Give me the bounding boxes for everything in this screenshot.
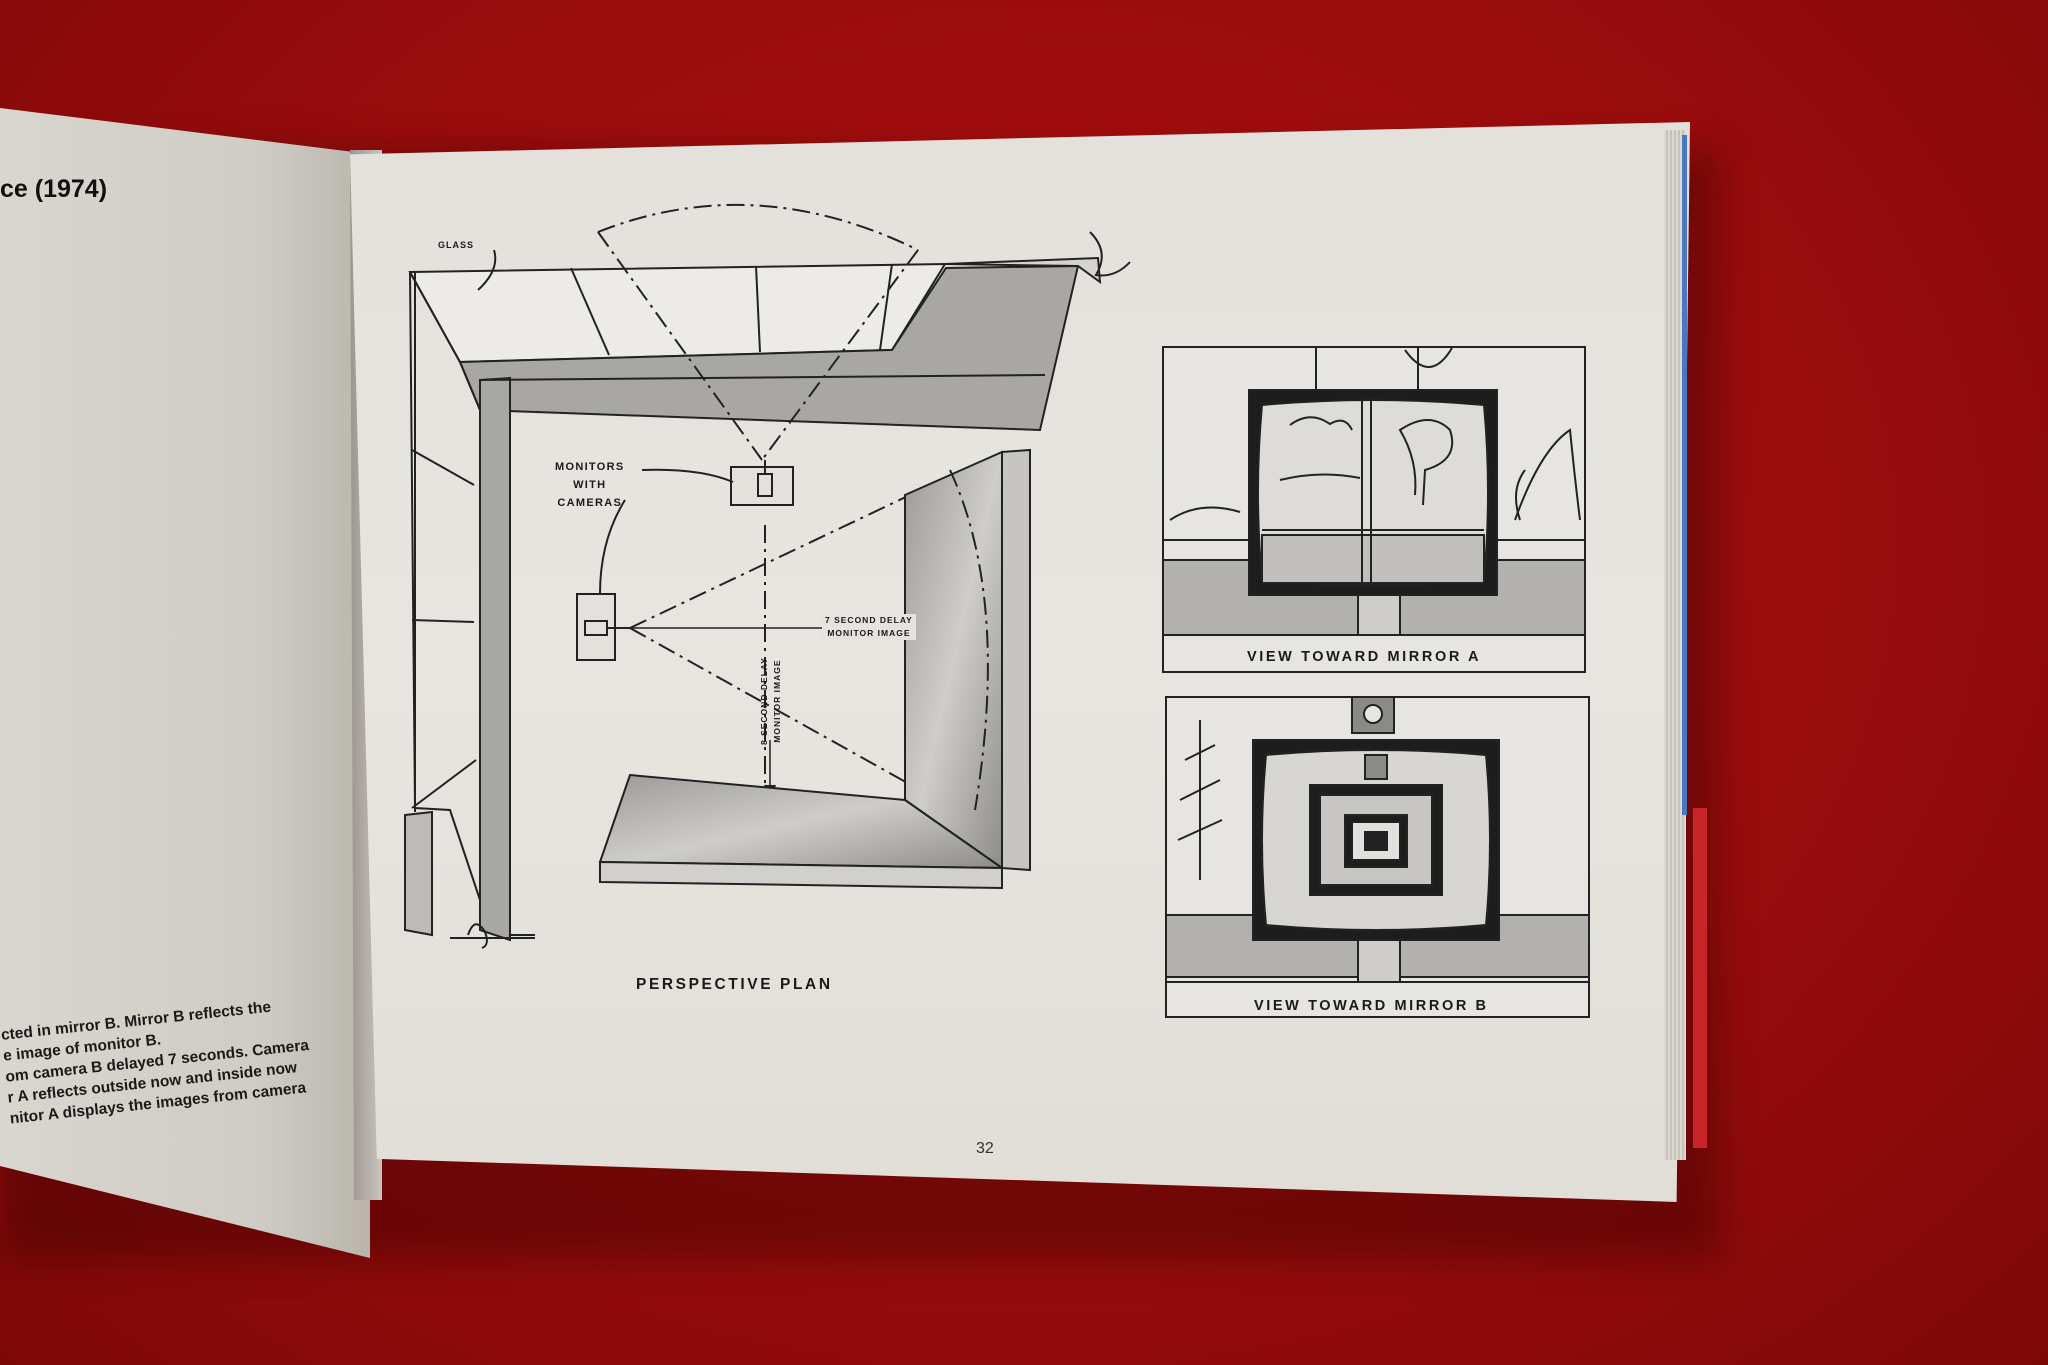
seven-second-delay-label: 7 SECOND DELAY MONITOR IMAGE (822, 614, 916, 640)
mirror-b-view (1165, 696, 1590, 1018)
page-edge (1664, 130, 1686, 1160)
label-line: CAMERAS (557, 497, 623, 509)
label-line: MONITOR IMAGE (772, 659, 782, 743)
edge-blue-stripe (1682, 135, 1687, 815)
perspective-plan-title: PERSPECTIVE PLAN (636, 976, 833, 993)
mirror-a-caption: VIEW TOWARD MIRROR A (1247, 649, 1482, 665)
label-line: 7 SECOND DELAY (825, 615, 913, 625)
left-page-title: ce (1974) (0, 175, 108, 203)
page-number: 32 (976, 1140, 994, 1157)
perspective-plan-drawing (404, 203, 1131, 949)
glass-label: GLASS (438, 240, 475, 250)
mirror-b-caption: VIEW TOWARD MIRROR B (1254, 998, 1489, 1014)
label-line: MONITOR IMAGE (827, 628, 911, 638)
eight-second-delay-label: 8 SECOND DELAY MONITOR IMAGE (758, 657, 784, 745)
monitors-with-cameras-label: MONITORS WITH CAMERAS (555, 458, 624, 512)
edge-red-stripe (1693, 808, 1707, 1148)
left-page (0, 108, 370, 1258)
label-line: 8 SECOND DELAY (759, 657, 769, 745)
label-line: WITH (573, 479, 607, 491)
mirror-a-view (1162, 346, 1586, 673)
label-line: MONITORS (555, 461, 625, 473)
